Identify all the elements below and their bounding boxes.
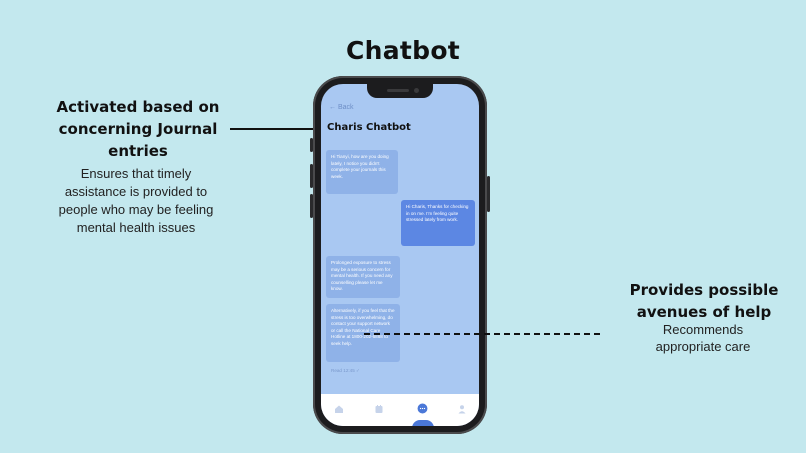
home-icon[interactable] [334, 404, 344, 414]
read-receipt: Read 12:45 ✓ [331, 368, 360, 373]
phone-volume-down [310, 194, 313, 218]
chat-message-user: Hi Charis, Thanks for checking in on me.… [401, 200, 475, 246]
profile-icon[interactable] [457, 404, 467, 414]
journal-icon[interactable] [374, 404, 384, 414]
back-button[interactable]: ← Back [329, 104, 354, 111]
active-tab-indicator [412, 420, 434, 426]
phone-volume-up [310, 164, 313, 188]
phone-power-button [487, 176, 490, 212]
left-callout-connector [230, 128, 322, 130]
chat-icon[interactable] [417, 403, 428, 414]
left-callout-heading: Activated based on concerning Journal en… [56, 98, 220, 160]
bottom-nav-bar [321, 394, 479, 426]
right-callout-description: Recommends appropriate care [655, 322, 751, 354]
speaker-grille [387, 89, 409, 92]
chat-message-bot: Prolonged exposure to stress may be a se… [326, 256, 400, 298]
left-callout-description: Ensures that timely assistance is provid… [58, 166, 214, 235]
right-callout-heading: Provides possible avenues of help [629, 281, 779, 321]
arrow-left-icon: ← [329, 104, 338, 111]
chat-title: Charis Chatbot [327, 122, 411, 133]
back-label: Back [337, 104, 354, 111]
camera-icon [414, 88, 419, 93]
chat-message-bot: Hi Tianyi, how are you doing lately, I n… [326, 150, 398, 194]
slide-title: Chatbot [345, 36, 461, 65]
right-callout-connector [364, 333, 600, 335]
phone-notch [367, 84, 433, 98]
phone-silent-switch [310, 138, 313, 152]
phone-mockup: ← Back Charis Chatbot Hi Tianyi, how are… [310, 76, 490, 434]
phone-screen: ← Back Charis Chatbot Hi Tianyi, how are… [321, 84, 479, 426]
